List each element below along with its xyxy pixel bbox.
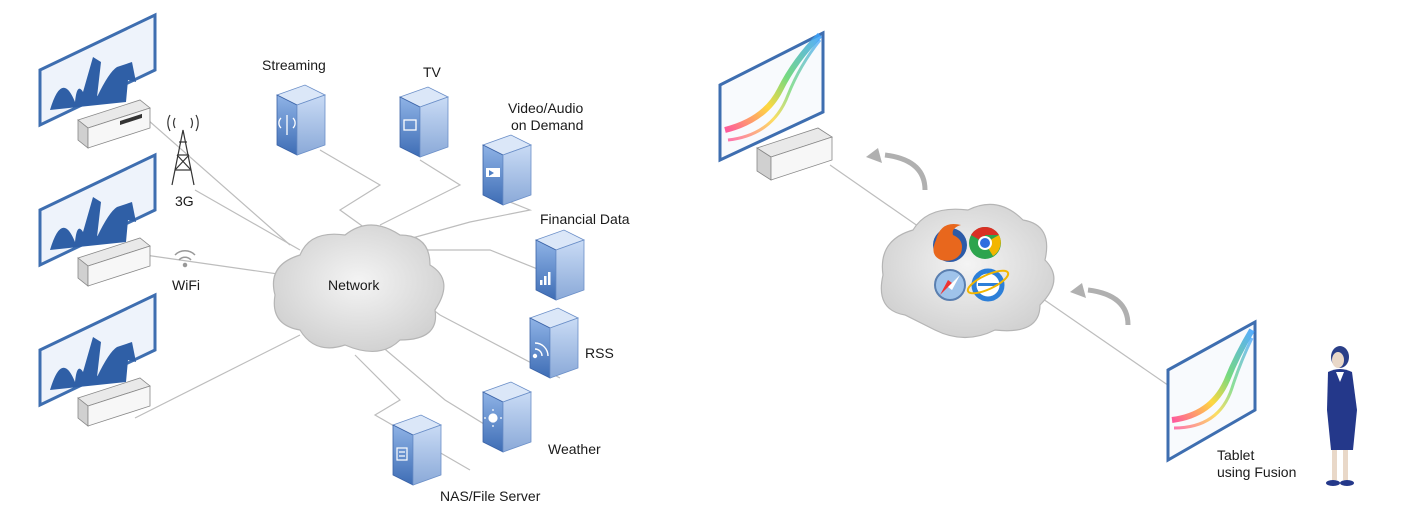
- server-streaming: [275, 84, 327, 156]
- bar-chart-icon: [540, 272, 551, 285]
- label-wifi: WiFi: [172, 277, 200, 293]
- label-tv: TV: [423, 64, 441, 80]
- display-screen-3: [38, 292, 157, 408]
- label-tablet: Tablet using Fusion: [1217, 447, 1296, 481]
- label-vod-line2: on Demand: [511, 117, 584, 133]
- line-display1-network: [147, 119, 291, 246]
- line-vod-network: [404, 199, 533, 241]
- wifi-icon: [174, 250, 196, 268]
- line-streaming-network: [319, 149, 382, 229]
- label-financial: Financial Data: [540, 211, 630, 227]
- server-weather: [481, 381, 533, 453]
- label-weather: Weather: [548, 441, 601, 457]
- antenna-icon: [278, 115, 296, 135]
- network-cloud: [272, 224, 445, 352]
- browser-cloud: [880, 203, 1055, 339]
- server-rss: [528, 307, 580, 379]
- server-nas: [391, 414, 443, 486]
- label-tablet-line1: Tablet: [1217, 447, 1255, 463]
- media-icon: [486, 168, 500, 177]
- label-rss: RSS: [585, 345, 614, 361]
- person-figure: [1326, 346, 1357, 486]
- tv-icon: [403, 119, 417, 131]
- label-vod: Video/Audio on Demand: [508, 100, 583, 134]
- chrome-icon: [969, 226, 1001, 259]
- display-screen-1: [38, 12, 157, 128]
- arrow-from-tablet-icon: [1070, 283, 1131, 326]
- media-player-1: [77, 99, 151, 149]
- safari-icon: [934, 269, 966, 301]
- display-screen-2: [38, 152, 157, 268]
- line-cloud-tablet: [1029, 289, 1176, 391]
- line-display2-network: [144, 254, 286, 276]
- label-vod-line1: Video/Audio: [508, 100, 584, 116]
- label-3g: 3G: [175, 193, 194, 209]
- line-3g-network: [194, 189, 301, 251]
- server-tv: [398, 86, 450, 158]
- line-tv-network: [379, 159, 462, 226]
- arrow-to-display-icon: [866, 148, 928, 191]
- line-display3-network: [134, 334, 301, 419]
- label-tablet-line2: using Fusion: [1217, 464, 1297, 480]
- label-streaming: Streaming: [262, 57, 326, 73]
- display-screen-top: [718, 30, 825, 163]
- cell-tower-icon: [167, 114, 199, 186]
- server-financial: [534, 229, 586, 301]
- media-player-2: [77, 237, 151, 287]
- label-network: Network: [328, 277, 380, 293]
- internet-explorer-icon: [966, 268, 1010, 302]
- file-icon: [396, 447, 408, 461]
- media-player-top: [756, 127, 833, 181]
- server-vod: [481, 134, 533, 206]
- label-nas: NAS/File Server: [440, 488, 541, 504]
- firefox-icon: [933, 224, 967, 262]
- rss-icon: [532, 342, 549, 359]
- sun-icon: [484, 409, 502, 427]
- tablet-device: [1166, 319, 1257, 463]
- media-player-3: [77, 377, 151, 427]
